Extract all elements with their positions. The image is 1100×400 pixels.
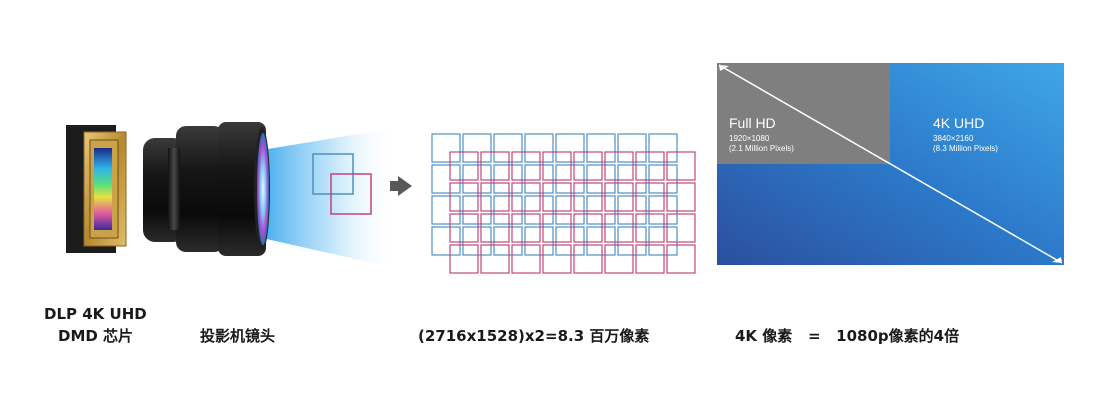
projector-lens-image	[143, 122, 270, 256]
pink-pixel-square	[330, 173, 372, 215]
pink-grid-cell	[449, 244, 479, 274]
dmd-chip-image	[66, 125, 127, 253]
pink-grid-cell	[449, 151, 479, 181]
pink-grid-cell	[573, 151, 603, 181]
arrow-right-icon	[390, 176, 412, 196]
blue-grid-cell	[586, 195, 616, 225]
pink-grid-cell	[635, 244, 665, 274]
blue-grid-cell	[524, 164, 554, 194]
full-hd-title: Full HD	[729, 115, 776, 131]
pink-grid-cell	[542, 182, 572, 212]
dmd-caption-line2: DMD 芯片	[58, 327, 134, 345]
pink-grid-cell	[449, 213, 479, 243]
dmd-caption-line1: DLP 4K UHD	[44, 305, 147, 323]
blue-grid-cell	[586, 226, 616, 256]
pink-grid-cell	[635, 213, 665, 243]
uhd-resolution: 3840×2160	[933, 134, 974, 143]
pink-grid-cell	[604, 244, 634, 274]
blue-grid-cell	[524, 195, 554, 225]
pink-grid-cell	[635, 151, 665, 181]
pink-grid-cell	[604, 213, 634, 243]
pink-grid-cell	[480, 213, 510, 243]
blue-grid-cell	[648, 133, 678, 163]
pixel-formula-caption: (2716x1528)x2=8.3 百万像素	[418, 327, 650, 345]
pink-grid-cell	[480, 151, 510, 181]
blue-grid-cell	[462, 195, 492, 225]
blue-grid-cell	[617, 164, 647, 194]
blue-grid-cell	[462, 133, 492, 163]
resolution-comparison: Full HD 1920×1080 (2.1 Million Pixels) 4…	[717, 63, 1064, 265]
blue-grid-cell	[648, 226, 678, 256]
lens-caption: 投影机镜头	[200, 327, 276, 345]
blue-grid-cell	[462, 164, 492, 194]
pink-grid-cell	[666, 244, 696, 274]
blue-pixel-grid	[431, 133, 678, 256]
pink-grid-cell	[573, 182, 603, 212]
pink-grid-cell	[573, 244, 603, 274]
blue-grid-cell	[555, 133, 585, 163]
blue-grid-cell	[586, 164, 616, 194]
blue-grid-cell	[431, 195, 461, 225]
pink-grid-cell	[542, 244, 572, 274]
pink-grid-cell	[449, 182, 479, 212]
blue-grid-cell	[462, 226, 492, 256]
light-beam	[262, 128, 395, 268]
pixel-equation-caption: 4K 像素 = 1080p像素的4倍	[735, 327, 960, 345]
pink-grid-cell	[511, 151, 541, 181]
blue-grid-cell	[555, 195, 585, 225]
uhd-title: 4K UHD	[933, 115, 984, 131]
pink-grid-cell	[511, 213, 541, 243]
uhd-pixels: (8.3 Million Pixels)	[933, 144, 998, 153]
full-hd-resolution: 1920×1080	[729, 134, 770, 143]
diagonal-line	[718, 64, 1063, 264]
blue-grid-cell	[617, 195, 647, 225]
blue-grid-cell	[648, 195, 678, 225]
pink-grid-cell	[542, 213, 572, 243]
blue-grid-cell	[524, 133, 554, 163]
pink-grid-cell	[604, 182, 634, 212]
pink-pixel-grid	[449, 151, 696, 274]
pink-grid-cell	[604, 151, 634, 181]
pink-grid-cell	[666, 151, 696, 181]
blue-grid-cell	[431, 226, 461, 256]
blue-grid-cell	[493, 226, 523, 256]
pink-grid-cell	[542, 151, 572, 181]
pink-grid-cell	[511, 182, 541, 212]
pink-grid-cell	[480, 182, 510, 212]
blue-grid-cell	[431, 133, 461, 163]
blue-grid-cell	[493, 195, 523, 225]
pink-grid-cell	[480, 244, 510, 274]
blue-grid-cell	[617, 133, 647, 163]
blue-grid-cell	[493, 133, 523, 163]
blue-grid-cell	[555, 164, 585, 194]
pink-grid-cell	[635, 182, 665, 212]
blue-grid-cell	[586, 133, 616, 163]
blue-grid-cell	[493, 164, 523, 194]
blue-grid-cell	[431, 164, 461, 194]
pink-grid-cell	[573, 213, 603, 243]
pink-grid-cell	[511, 244, 541, 274]
blue-grid-cell	[524, 226, 554, 256]
full-hd-pixels: (2.1 Million Pixels)	[729, 144, 794, 153]
pink-grid-cell	[666, 213, 696, 243]
blue-grid-cell	[617, 226, 647, 256]
pink-grid-cell	[666, 182, 696, 212]
blue-grid-cell	[555, 226, 585, 256]
blue-grid-cell	[648, 164, 678, 194]
